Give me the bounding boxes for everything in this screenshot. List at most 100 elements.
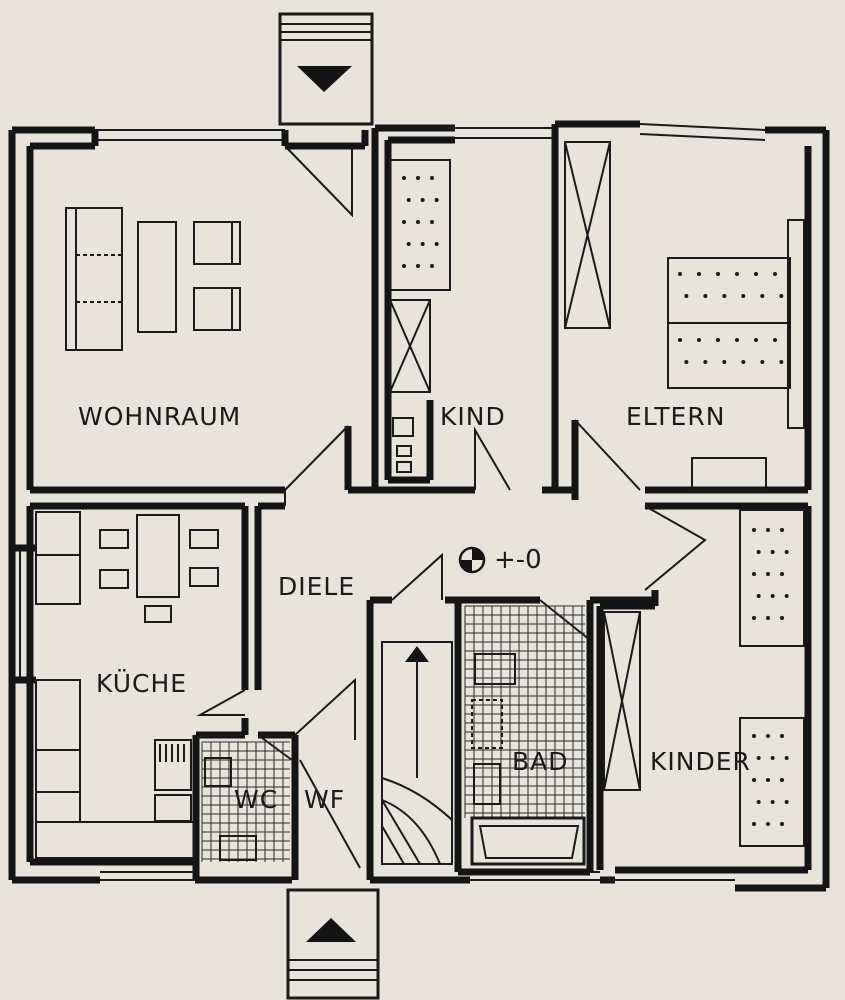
- eltern-bed-dots: [678, 272, 784, 364]
- bed-dot: [773, 338, 777, 342]
- bed-dot: [752, 778, 756, 782]
- kinder-furniture: [603, 509, 805, 847]
- entrance-top: [278, 12, 374, 126]
- wohnraum-furniture: [65, 207, 241, 351]
- bed-dot: [703, 360, 708, 364]
- bed-dot: [697, 338, 701, 342]
- room-label-kueche: KÜCHE: [96, 669, 187, 698]
- bed-dot: [780, 616, 784, 620]
- bed-dot: [402, 176, 406, 180]
- bed-dot: [780, 572, 784, 576]
- quartered-circle-icon: [458, 546, 486, 574]
- bed-dot: [770, 550, 775, 554]
- bed-dot: [780, 778, 784, 782]
- bed-dot: [770, 756, 775, 760]
- bed-dot: [766, 734, 770, 738]
- bad-tiles: [464, 605, 585, 818]
- bad-fixtures: [470, 653, 586, 866]
- room-label-eltern: ELTERN: [626, 402, 725, 431]
- bed-dot: [756, 550, 761, 554]
- bed-dot: [716, 338, 720, 342]
- bed-dot: [402, 264, 406, 268]
- bed-dot: [780, 822, 784, 826]
- staircase: [381, 641, 453, 865]
- bed-dot: [756, 594, 761, 598]
- triangle-down-icon: [297, 66, 352, 92]
- bed-dot: [716, 272, 720, 276]
- bed-dot: [766, 616, 770, 620]
- bed-dot: [741, 360, 746, 364]
- bed-dot: [420, 242, 425, 246]
- bed-dot: [756, 800, 761, 804]
- bed-dot: [752, 822, 756, 826]
- bed-dot: [784, 550, 789, 554]
- bed-dot: [416, 176, 420, 180]
- room-label-wf: WF: [304, 785, 345, 814]
- level-marker: +-0: [458, 545, 542, 575]
- bed-dot: [684, 360, 689, 364]
- kind-furniture: [389, 159, 451, 473]
- bed-dot: [752, 616, 756, 620]
- bed-dot: [779, 294, 784, 298]
- bed-dot: [722, 360, 727, 364]
- bed-dot: [766, 528, 770, 532]
- bed-dot: [784, 800, 789, 804]
- bed-dot: [779, 360, 784, 364]
- bed-dot: [780, 734, 784, 738]
- kind-bed-dots: [402, 176, 439, 268]
- bed-dot: [416, 220, 420, 224]
- level-value: +-0: [494, 545, 542, 575]
- bed-dot: [703, 294, 708, 298]
- kinder-bed-dots: [752, 528, 789, 826]
- bed-dot: [430, 176, 434, 180]
- bed-dot: [416, 264, 420, 268]
- bed-dot: [735, 272, 739, 276]
- bed-dot: [766, 778, 770, 782]
- bed-dot: [770, 594, 775, 598]
- interior-walls: [30, 124, 808, 880]
- bed-dot: [430, 220, 434, 224]
- room-label-wc: WC: [234, 785, 278, 814]
- bed-dot: [420, 198, 425, 202]
- bed-dot: [741, 294, 746, 298]
- room-label-kind: KIND: [440, 402, 506, 431]
- outer-walls: [8, 120, 830, 892]
- room-label-kinder: KINDER: [650, 747, 751, 776]
- bed-dot: [784, 756, 789, 760]
- bed-dot: [678, 272, 682, 276]
- bed-dot: [430, 264, 434, 268]
- bed-dot: [756, 756, 761, 760]
- bed-dot: [760, 360, 765, 364]
- room-label-wohnraum: WOHNRAUM: [78, 402, 241, 431]
- bed-dot: [770, 800, 775, 804]
- bed-dot: [406, 198, 411, 202]
- room-label-bad: BAD: [512, 747, 569, 776]
- bed-dot: [784, 594, 789, 598]
- bed-dot: [773, 272, 777, 276]
- bed-dot: [766, 822, 770, 826]
- entrance-bottom: [286, 888, 380, 1000]
- bed-dot: [402, 220, 406, 224]
- triangle-up-icon: [405, 646, 429, 662]
- bed-dot: [754, 272, 758, 276]
- bed-dot: [684, 294, 689, 298]
- bed-dot: [752, 528, 756, 532]
- bed-dot: [780, 528, 784, 532]
- triangle-up-icon: [306, 918, 356, 942]
- bed-dot: [766, 572, 770, 576]
- wc-fixtures: [204, 757, 257, 861]
- bed-dot: [754, 338, 758, 342]
- bed-dot: [406, 242, 411, 246]
- room-label-diele: DIELE: [278, 572, 355, 601]
- bed-dot: [752, 734, 756, 738]
- bed-dot: [760, 294, 765, 298]
- door-swings: [196, 145, 707, 869]
- bed-dot: [697, 272, 701, 276]
- eltern-furniture: [564, 141, 805, 491]
- bed-dot: [752, 572, 756, 576]
- bed-dot: [735, 338, 739, 342]
- bed-dot: [678, 338, 682, 342]
- bed-dot: [722, 294, 727, 298]
- bed-dot: [434, 198, 439, 202]
